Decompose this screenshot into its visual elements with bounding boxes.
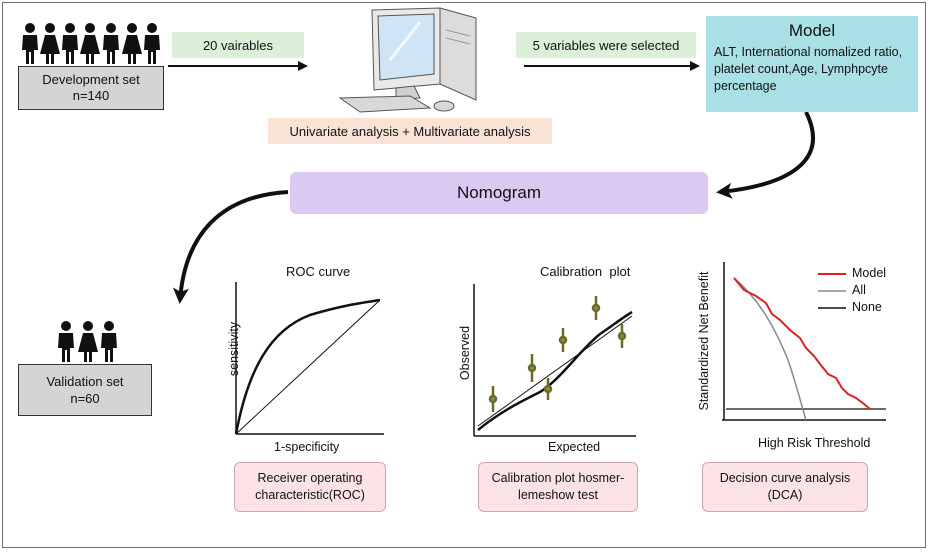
validation-set-count: n=60: [70, 391, 100, 406]
calibration-xlabel: Expected: [548, 440, 601, 454]
calibration-title: Calibration plot: [540, 264, 631, 279]
legend-model-label: Model: [852, 266, 887, 280]
validation-set-label: Validation set: [46, 374, 124, 389]
model-variables: ALT, International nomalized ratio, plat…: [714, 45, 903, 93]
calibration-ideal-line: [477, 315, 633, 427]
person-icon: [22, 23, 38, 64]
person-icon: [122, 23, 142, 64]
development-set-count: n=140: [72, 88, 110, 103]
person-icon: [103, 23, 119, 64]
dca-model-curve: [733, 277, 871, 410]
arrow-nomogram-to-validation: [172, 190, 289, 304]
person-icon: [80, 23, 100, 64]
legend-none-label: None: [852, 300, 882, 314]
roc-title: ROC curve: [286, 264, 351, 279]
calibration-curve: [477, 310, 633, 431]
variables-box: 20 vairables: [172, 32, 304, 58]
arrow-model-to-nomogram: [716, 111, 815, 199]
dca-ylabel: Standardized Net Benefit: [697, 271, 711, 411]
selected-variables-box: 5 variables were selected: [516, 32, 696, 58]
development-set-box: Development set n=140: [18, 66, 164, 110]
person-icon: [144, 23, 160, 64]
development-set-label: Development set: [42, 72, 140, 87]
calibration-caption: Calibration plot hosmer-lemeshow test: [478, 462, 638, 512]
roc-curve: [234, 298, 381, 435]
analysis-box: Univariate analysis + Multivariate analy…: [268, 118, 552, 144]
person-icon: [40, 23, 60, 64]
validation-set-box: Validation set n=60: [18, 364, 152, 416]
legend-all-label: All: [852, 283, 866, 297]
person-icon: [62, 23, 78, 64]
nomogram-box: Nomogram: [290, 172, 708, 214]
model-box: Model ALT, International nomalized ratio…: [706, 16, 918, 112]
roc-xlabel: 1-specificity: [274, 440, 340, 454]
dca-all-curve: [733, 277, 807, 421]
model-title: Model: [788, 21, 836, 40]
dca-xlabel: High Risk Threshold: [758, 436, 871, 450]
person-icon: [58, 321, 74, 362]
person-icon: [101, 321, 117, 362]
roc-reference-line: [235, 299, 381, 435]
dca-caption: Decision curve analysis (DCA): [702, 462, 868, 512]
person-icon: [78, 321, 98, 362]
roc-caption: Receiver operating characteristic(ROC): [234, 462, 386, 512]
